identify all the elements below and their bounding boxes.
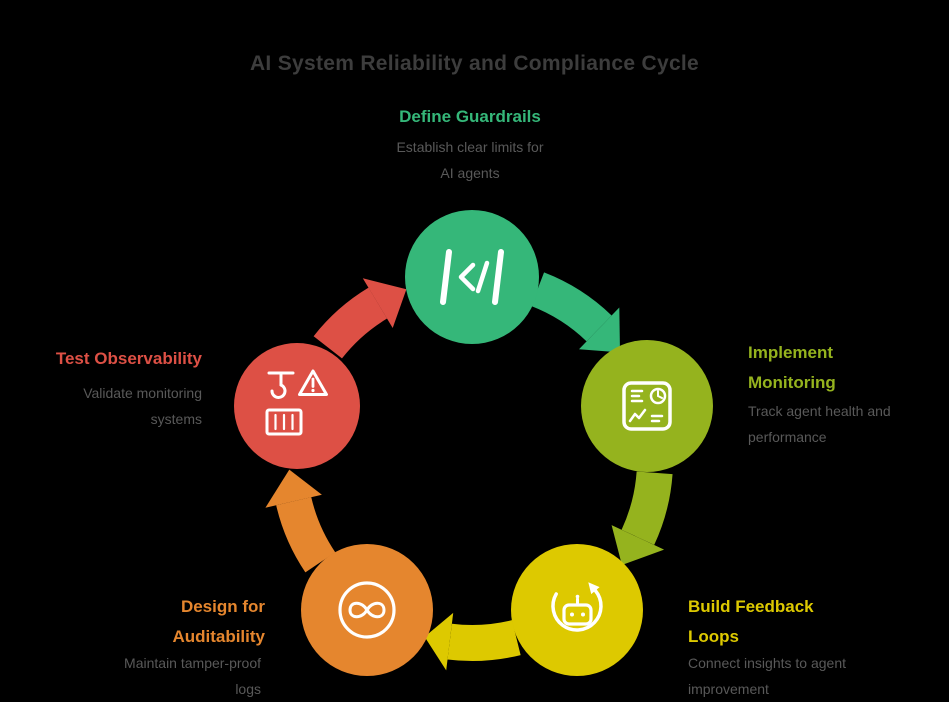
stage-desc-build-feedback-loops: Connect insights to agent improvement [688,655,846,697]
stage-desc-test-observability: Validate monitoring systems [83,385,202,427]
stage-circle-define-guardrails [405,210,539,344]
stage-desc-implement-monitoring: Track agent health and performance [748,403,891,445]
stage-desc-design-for-auditability: Maintain tamper-proof logs [124,655,261,697]
monitoring-dashboard-icon [622,381,672,431]
arrow-build-to-design [424,612,521,671]
stage-circle-build-feedback-loops [511,544,643,676]
code-guardrails-icon [440,249,504,305]
arrow-implement-to-build [611,471,673,565]
crane-warning-icon [265,369,328,436]
stage-label-build-feedback-loops: Build Feedback Loops [688,597,814,646]
stage-desc-define-guardrails: Establish clear limits for AI agents [396,139,544,181]
page-title: AI System Reliability and Compliance Cyc… [249,52,700,75]
infinity-loop-icon [338,581,396,639]
arrow-design-to-test [265,469,336,573]
arrow-test-to-define [313,278,407,359]
arrow-define-to-implement [530,272,620,353]
robot-refresh-icon [551,582,603,632]
stage-label-define-guardrails: Define Guardrails [399,107,541,126]
stage-label-implement-monitoring: Implement Monitoring [748,343,836,392]
stage-label-design-for-auditability: Design for Auditability [172,597,265,646]
stage-circle-implement-monitoring [581,340,713,472]
stage-label-test-observability: Test Observability [55,349,202,368]
stage-circle-test-observability [234,343,360,469]
